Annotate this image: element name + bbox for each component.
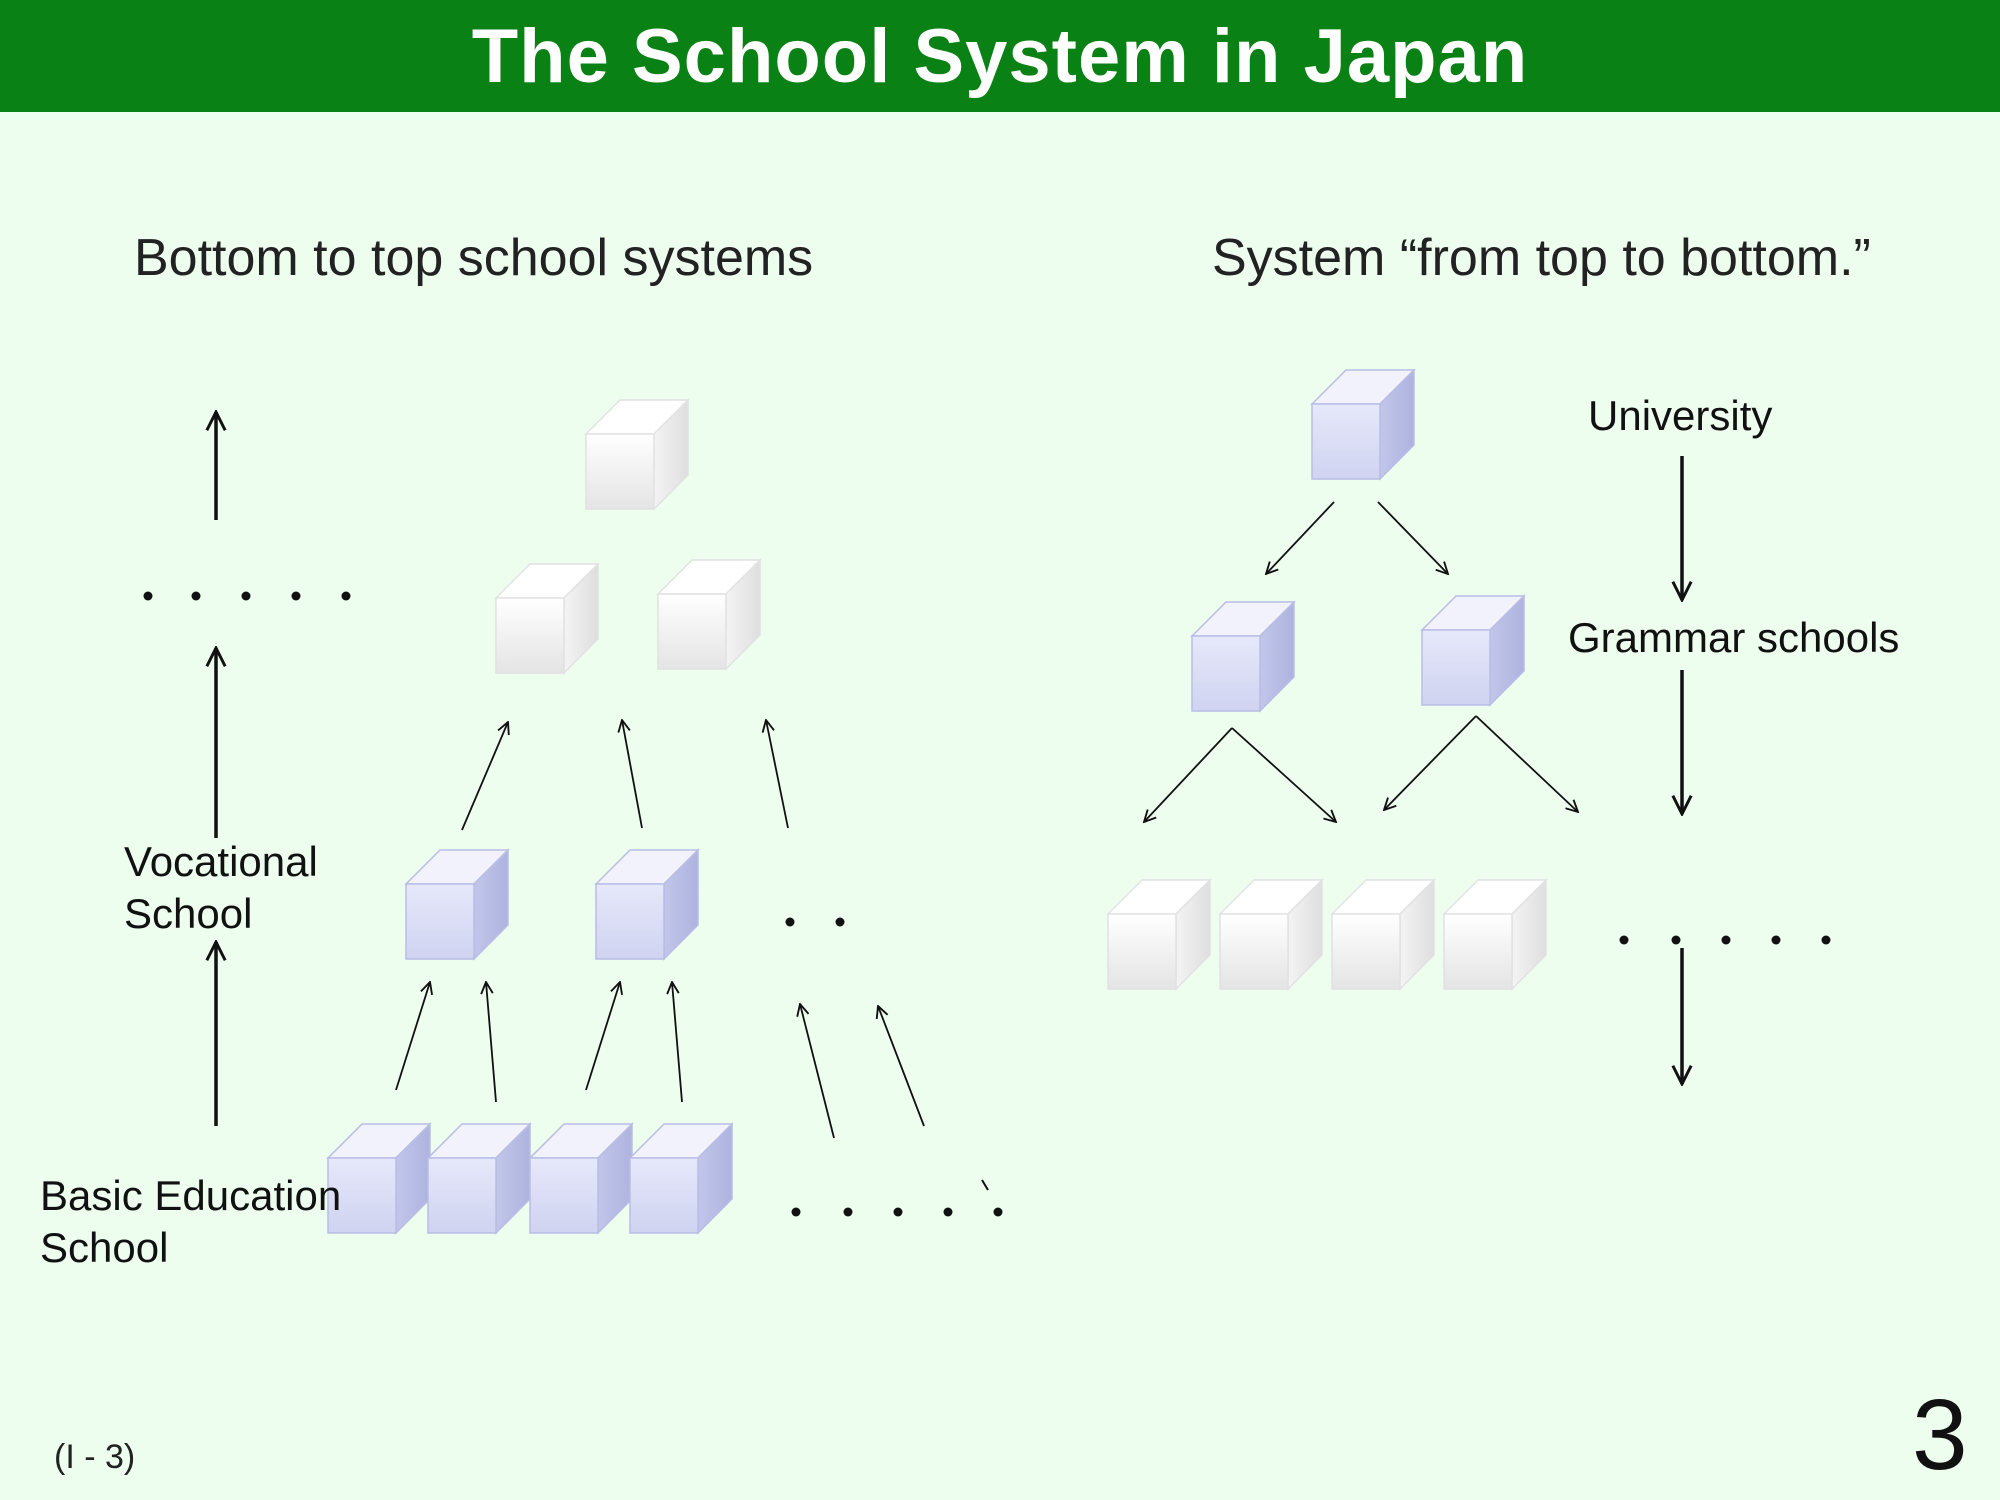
white-cube [1107, 879, 1211, 990]
slide-reference: (I - 3) [54, 1438, 136, 1476]
basic-label-line1: Basic Education [40, 1172, 342, 1219]
vocational-school-label: Vocational School [124, 836, 318, 940]
title-bar: The School System in Japan [0, 0, 2000, 112]
lavender-cube [427, 1123, 531, 1234]
left-thin-arrows [395, 720, 925, 1139]
left-diagram-dots [785, 917, 1003, 1217]
lavender-cube [529, 1123, 633, 1234]
lavender-cube [1421, 595, 1525, 706]
lavender-cube [629, 1123, 733, 1234]
page-title: The School System in Japan [471, 13, 1529, 99]
lavender-cube [595, 849, 699, 960]
white-cube [1219, 879, 1323, 990]
vocational-label-line1: Vocational [124, 838, 318, 885]
basic-education-school-label: Basic Education School [40, 1170, 341, 1274]
lavender-cube [405, 849, 509, 960]
lavender-cube [327, 1123, 431, 1234]
right-ellipsis-dots [1619, 935, 1831, 945]
right-cubes [1107, 369, 1547, 990]
white-cube [585, 399, 689, 510]
lavender-cube [1311, 369, 1415, 480]
left-cubes [327, 399, 761, 1234]
white-cube [1331, 879, 1435, 990]
white-cube [657, 559, 761, 670]
right-thin-arrows [1144, 501, 1578, 822]
vocational-label-line2: School [124, 890, 253, 937]
white-cube [1443, 879, 1547, 990]
university-label: University [1588, 392, 1773, 439]
lavender-cube [1191, 601, 1295, 712]
left-ellipsis-dots [143, 591, 351, 601]
grammar-schools-label: Grammar schools [1568, 614, 1900, 661]
page-number: 3 [1912, 1379, 1968, 1491]
right-heading: System “from top to bottom.” [1212, 229, 1871, 287]
basic-label-line2: School [40, 1224, 169, 1271]
left-heading: Bottom to top school systems [134, 229, 814, 287]
white-cube [495, 563, 599, 674]
